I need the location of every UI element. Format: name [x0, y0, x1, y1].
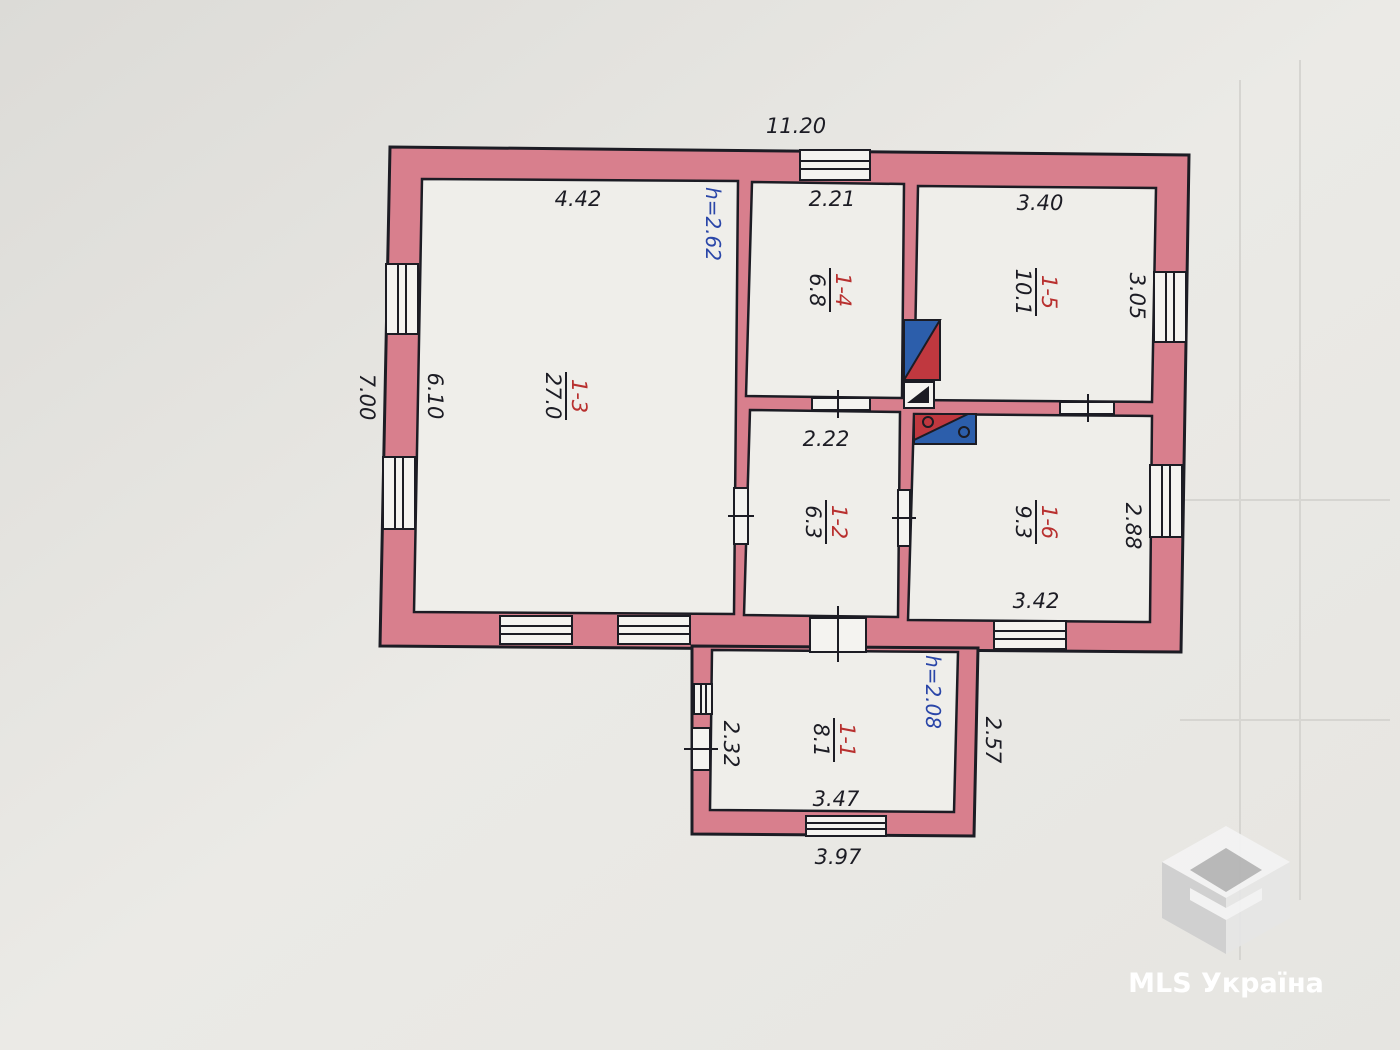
room-1-5: 3.40 3.05 1-5 10.1 [1011, 191, 1149, 319]
room-1-3-area: 27.0 [541, 373, 565, 420]
room-1-4-area: 6.8 [805, 273, 829, 306]
boiler-icon [913, 413, 977, 445]
window-top [799, 149, 871, 181]
overall-dimensions: 11.20 7.00 3.97 2.57 h=2.62 h=2.08 [355, 114, 1005, 869]
porch-height-label: h=2.08 [921, 655, 945, 729]
room-1-2: 2.22 1-2 6.3 [801, 427, 851, 544]
room-1-1-id: 1-1 [835, 723, 859, 757]
room-1-6-tag: 1-6 9.3 [1011, 500, 1061, 544]
overall-width-label: 11.20 [766, 114, 826, 138]
windows [382, 149, 1187, 837]
room-1-3-tag: 1-3 27.0 [541, 372, 591, 420]
room-1-6-floor [906, 412, 1154, 624]
room-1-2-width: 2.22 [803, 427, 850, 451]
room-1-4: 2.21 1-4 6.8 [805, 187, 855, 312]
room-1-3: 4.42 6.10 1-3 27.0 [423, 187, 601, 420]
room-1-1: 3.47 2.32 1-1 8.1 [719, 718, 860, 811]
door-1-3-to-1-2 [728, 487, 754, 545]
room-1-2-floor [742, 408, 902, 619]
window-bottom-1 [499, 615, 573, 645]
door-porch-side [684, 727, 718, 771]
room-interiors [412, 177, 1158, 814]
stove-symbols [903, 319, 977, 445]
room-1-6-id: 1-6 [1037, 505, 1061, 539]
room-1-2-area: 6.3 [801, 505, 825, 538]
window-left-lower [382, 456, 416, 530]
room-1-5-area: 10.1 [1011, 269, 1035, 316]
room-1-5-id: 1-5 [1037, 275, 1061, 309]
porch-width-outer-label: 3.97 [815, 845, 862, 869]
room-1-6-depth: 2.88 [1121, 503, 1145, 550]
mls-cube-logo-icon [1162, 826, 1290, 954]
room-1-4-id: 1-4 [831, 273, 855, 307]
room-1-2-tag: 1-2 6.3 [801, 500, 851, 544]
room-1-1-depth: 2.32 [719, 721, 743, 768]
door-porch-to-hall [809, 606, 867, 662]
room-1-6-area: 9.3 [1011, 505, 1035, 538]
room-1-6: 3.42 2.88 1-6 9.3 [1011, 500, 1145, 613]
window-left-upper [385, 263, 419, 335]
window-porch-left [693, 683, 713, 715]
chimney-icon [903, 381, 935, 409]
room-1-5-width: 3.40 [1017, 191, 1064, 215]
room-1-3-floor [412, 177, 740, 616]
room-1-4-width: 2.21 [809, 187, 856, 211]
room-1-3-width: 4.42 [555, 187, 602, 211]
room-1-1-area: 8.1 [809, 723, 833, 756]
room-1-5-depth: 3.05 [1125, 273, 1149, 320]
window-bottom-3 [993, 620, 1067, 650]
room-1-3-depth: 6.10 [423, 373, 447, 420]
door-1-2-to-1-6 [892, 489, 916, 547]
room-1-3-id: 1-3 [567, 379, 591, 413]
door-hall-to-1-4 [811, 390, 871, 418]
door-1-5-to-1-6 [1059, 394, 1115, 422]
room-1-1-tag: 1-1 8.1 [809, 718, 859, 762]
bleed-through-lines [1170, 60, 1390, 960]
room-1-5-tag: 1-5 10.1 [1011, 268, 1061, 316]
room-1-6-width: 3.42 [1013, 589, 1060, 613]
room-1-2-id: 1-2 [827, 505, 851, 539]
overall-depth-label: 7.00 [355, 374, 379, 421]
stove-icon [903, 319, 942, 384]
window-right-lower [1149, 464, 1183, 538]
window-porch-bottom [805, 815, 887, 837]
watermark-brand: MLS Україна [1128, 968, 1324, 999]
room-1-1-width: 3.47 [813, 787, 860, 811]
room-1-4-floor [744, 180, 906, 400]
mls-watermark: MLS Україна [1128, 826, 1324, 999]
room-1-4-tag: 1-4 6.8 [805, 268, 855, 312]
main-height-label: h=2.62 [701, 187, 725, 261]
doors [684, 390, 1115, 771]
window-bottom-2 [617, 615, 691, 645]
window-right-upper [1153, 271, 1187, 343]
porch-depth-outer-label: 2.57 [981, 717, 1005, 764]
